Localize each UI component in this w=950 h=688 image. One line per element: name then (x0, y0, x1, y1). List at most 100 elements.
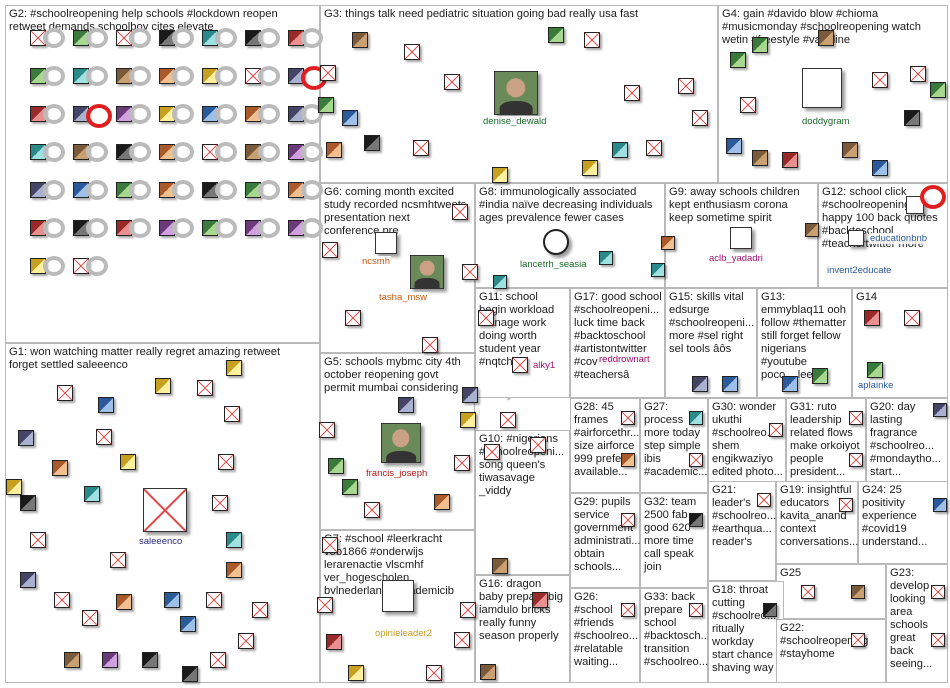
x-mark-node-icon[interactable] (345, 310, 361, 326)
x-mark-node-icon[interactable] (317, 597, 333, 613)
x-mark-node-icon[interactable] (57, 385, 73, 401)
avatar-icon[interactable] (599, 251, 613, 265)
hub-x-mark-icon[interactable] (143, 488, 187, 532)
x-mark-node-icon[interactable] (454, 632, 470, 648)
hub-avatar-icon[interactable] (802, 68, 842, 108)
x-mark-node-icon[interactable] (197, 380, 213, 396)
x-mark-node-icon[interactable] (82, 610, 98, 626)
x-mark-node-icon[interactable] (689, 603, 703, 617)
x-mark-node-icon[interactable] (931, 633, 945, 647)
x-mark-node-icon[interactable] (478, 310, 494, 326)
x-mark-node-icon[interactable] (512, 357, 528, 373)
x-mark-node-icon[interactable] (212, 495, 228, 511)
hub-avatar-icon[interactable] (375, 232, 397, 254)
avatar-icon[interactable] (348, 665, 364, 681)
avatar-icon[interactable] (818, 30, 834, 46)
x-mark-node-icon[interactable] (910, 66, 926, 82)
avatar-icon[interactable] (933, 403, 947, 417)
x-mark-node-icon[interactable] (252, 602, 268, 618)
avatar-icon[interactable] (689, 411, 703, 425)
x-mark-node-icon[interactable] (322, 242, 338, 258)
x-mark-node-icon[interactable] (678, 78, 694, 94)
avatar-icon[interactable] (661, 236, 675, 250)
x-mark-node-icon[interactable] (54, 592, 70, 608)
x-mark-node-icon[interactable] (444, 74, 460, 90)
avatar-icon[interactable] (904, 110, 920, 126)
x-mark-node-icon[interactable] (210, 652, 226, 668)
avatar-icon[interactable] (180, 616, 196, 632)
avatar-icon[interactable] (120, 454, 136, 470)
hub-avatar-icon[interactable] (410, 255, 444, 289)
x-mark-node-icon[interactable] (422, 337, 438, 353)
x-mark-node-icon[interactable] (319, 422, 335, 438)
avatar-icon[interactable] (805, 223, 819, 237)
avatar-icon[interactable] (342, 479, 358, 495)
x-mark-node-icon[interactable] (206, 592, 222, 608)
avatar-icon[interactable] (493, 275, 507, 289)
hub-avatar-icon[interactable] (494, 71, 538, 115)
avatar-icon[interactable] (226, 360, 242, 376)
avatar-icon[interactable] (328, 458, 344, 474)
avatar-icon[interactable] (864, 310, 880, 326)
avatar-icon[interactable] (933, 498, 947, 512)
avatar-icon[interactable] (651, 263, 665, 277)
x-mark-node-icon[interactable] (757, 493, 771, 507)
hub-logo-icon[interactable] (543, 229, 569, 255)
hub-avatar-icon[interactable] (848, 230, 864, 246)
avatar-icon[interactable] (621, 453, 635, 467)
avatar-icon[interactable] (930, 82, 946, 98)
x-mark-node-icon[interactable] (646, 140, 662, 156)
avatar-icon[interactable] (462, 387, 478, 403)
avatar-icon[interactable] (730, 52, 746, 68)
avatar-icon[interactable] (872, 160, 888, 176)
avatar-icon[interactable] (726, 138, 742, 154)
x-mark-node-icon[interactable] (851, 633, 865, 647)
hub-avatar-icon[interactable] (382, 580, 414, 612)
x-mark-node-icon[interactable] (692, 110, 708, 126)
avatar-icon[interactable] (763, 603, 777, 617)
x-mark-node-icon[interactable] (484, 444, 500, 460)
avatar-icon[interactable] (692, 376, 708, 392)
avatar-icon[interactable] (782, 152, 798, 168)
x-mark-node-icon[interactable] (740, 97, 756, 113)
x-mark-node-icon[interactable] (322, 537, 338, 553)
avatar-icon[interactable] (142, 652, 158, 668)
x-mark-node-icon[interactable] (621, 513, 635, 527)
x-mark-node-icon[interactable] (110, 552, 126, 568)
x-mark-node-icon[interactable] (872, 72, 888, 88)
x-mark-node-icon[interactable] (584, 32, 600, 48)
avatar-icon[interactable] (460, 412, 476, 428)
x-mark-node-icon[interactable] (624, 85, 640, 101)
avatar-icon[interactable] (867, 362, 883, 378)
x-mark-node-icon[interactable] (238, 633, 254, 649)
avatar-icon[interactable] (326, 142, 342, 158)
x-mark-node-icon[interactable] (689, 453, 703, 467)
x-mark-node-icon[interactable] (426, 665, 442, 681)
x-mark-node-icon[interactable] (96, 429, 112, 445)
x-mark-node-icon[interactable] (452, 204, 468, 220)
x-mark-node-icon[interactable] (849, 411, 863, 425)
x-mark-node-icon[interactable] (413, 140, 429, 156)
avatar-icon[interactable] (84, 486, 100, 502)
avatar-icon[interactable] (689, 513, 703, 527)
avatar-icon[interactable] (116, 594, 132, 610)
x-mark-node-icon[interactable] (320, 65, 336, 81)
avatar-icon[interactable] (102, 652, 118, 668)
avatar-icon[interactable] (548, 27, 564, 43)
avatar-icon[interactable] (842, 142, 858, 158)
avatar-icon[interactable] (98, 397, 114, 413)
x-mark-node-icon[interactable] (218, 454, 234, 470)
avatar-icon[interactable] (155, 378, 171, 394)
avatar-icon[interactable] (6, 479, 22, 495)
x-mark-node-icon[interactable] (801, 585, 815, 599)
avatar-icon[interactable] (480, 664, 496, 680)
x-mark-node-icon[interactable] (500, 412, 516, 428)
x-mark-node-icon[interactable] (931, 585, 945, 599)
avatar-icon[interactable] (20, 495, 36, 511)
avatar-icon[interactable] (20, 572, 36, 588)
avatar-icon[interactable] (434, 494, 450, 510)
avatar-icon[interactable] (164, 592, 180, 608)
x-mark-node-icon[interactable] (769, 423, 783, 437)
hub-avatar-icon[interactable] (730, 227, 752, 249)
